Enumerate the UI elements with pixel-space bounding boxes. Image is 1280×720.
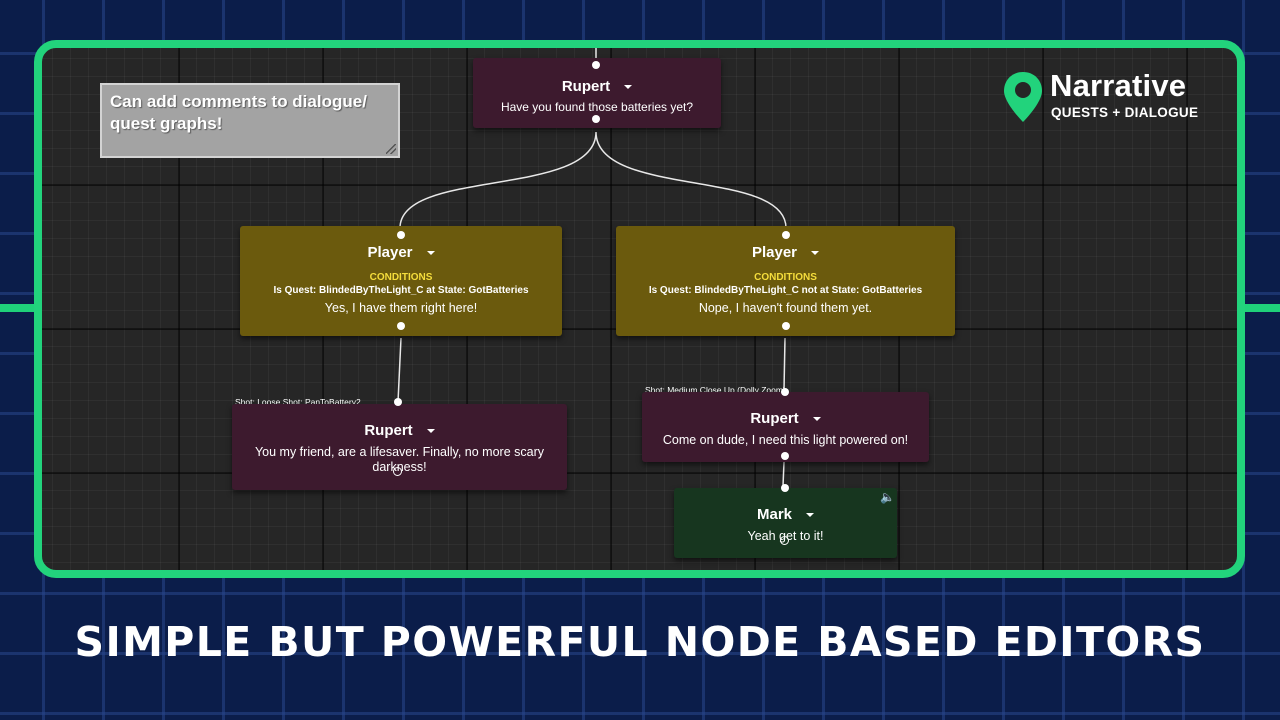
input-pin-icon[interactable]	[397, 231, 405, 239]
input-pin-icon[interactable]	[592, 61, 600, 69]
output-pin-icon[interactable]	[397, 322, 405, 330]
speaker-icon[interactable]: 🔈	[880, 490, 895, 504]
wire-rupert-right-to-mark	[782, 461, 785, 487]
comment-box[interactable]: Can add comments to dialogue/ quest grap…	[100, 83, 400, 158]
node-dialogue-text: Nope, I haven't found them yet.	[698, 301, 873, 315]
condition-text: Is Quest: BlindedByTheLight_C not at Sta…	[648, 285, 923, 296]
output-pin-icon[interactable]	[780, 536, 789, 545]
shot-label: Shot: Medium Close Up (Dolly Zoom)	[645, 385, 786, 395]
node-dialogue-text: You my friend, are a lifesaver. Finally,…	[254, 445, 544, 474]
wire-player-left-to-rupert-left	[397, 337, 402, 403]
input-pin-icon[interactable]	[394, 398, 402, 406]
chevron-down-icon[interactable]	[426, 251, 435, 256]
node-speaker[interactable]: Mark	[674, 506, 897, 524]
node-dialogue-text: Have you found those batteries yet?	[500, 100, 694, 114]
input-pin-icon[interactable]	[781, 388, 789, 396]
output-pin-icon[interactable]	[782, 322, 790, 330]
right-accent-line	[1240, 304, 1280, 312]
chevron-down-icon[interactable]	[624, 85, 633, 90]
conditions-label: CONDITIONS	[754, 272, 817, 283]
dialogue-node-rupert-right[interactable]: Rupert Come on dude, I need this light p…	[642, 392, 929, 462]
comment-text: Can add comments to dialogue/ quest grap…	[110, 92, 367, 133]
condition-text: Is Quest: BlindedByTheLight_C at State: …	[273, 285, 529, 296]
chevron-down-icon[interactable]	[812, 417, 821, 422]
left-accent-line	[0, 304, 40, 312]
conditions-label: CONDITIONS	[369, 272, 433, 283]
dialogue-node-rupert-left[interactable]: Rupert You my friend, are a lifesaver. F…	[232, 404, 567, 490]
chevron-down-icon[interactable]	[426, 429, 435, 434]
node-speaker[interactable]: Rupert	[232, 422, 567, 440]
narrative-logo: Narrative QUESTS + DIALOGUE	[1002, 68, 1222, 130]
headline: SIMPLE BUT POWERFUL NODE BASED EDITORS	[74, 618, 1206, 666]
dialogue-node-mark[interactable]: Mark Yeah get to it!	[674, 488, 897, 558]
logo-subtitle: QUESTS + DIALOGUE	[1051, 105, 1199, 120]
wire-rupert-to-player-right	[595, 131, 787, 229]
output-pin-icon[interactable]	[781, 452, 789, 460]
chevron-down-icon[interactable]	[806, 513, 815, 518]
input-pin-icon[interactable]	[781, 484, 789, 492]
node-speaker[interactable]: Rupert	[642, 410, 929, 428]
output-pin-icon[interactable]	[393, 467, 402, 476]
node-dialogue-text: Come on dude, I need this light powered …	[662, 433, 909, 447]
resize-grip-icon[interactable]	[386, 144, 396, 154]
node-speaker[interactable]: Player	[616, 244, 955, 262]
wire-rupert-to-player-left	[399, 131, 597, 229]
node-speaker[interactable]: Player	[240, 244, 562, 262]
output-pin-icon[interactable]	[592, 115, 600, 123]
dialogue-node-player-right[interactable]: Player CONDITIONS Is Quest: BlindedByThe…	[616, 226, 955, 336]
input-pin-icon[interactable]	[782, 231, 790, 239]
chevron-down-icon[interactable]	[811, 251, 820, 256]
logo-name: Narrative	[1050, 68, 1187, 103]
map-pin-icon	[1004, 72, 1042, 122]
node-connections	[397, 48, 787, 487]
node-dialogue-text: Yes, I have them right here!	[324, 301, 478, 315]
graph-editor-canvas[interactable]: Can add comments to dialogue/ quest grap…	[34, 40, 1245, 578]
shot-label: Shot: Loose Shot: PanToBattery2	[235, 397, 361, 407]
node-speaker[interactable]: Rupert	[473, 78, 721, 96]
dialogue-node-player-left[interactable]: Player CONDITIONS Is Quest: BlindedByThe…	[240, 226, 562, 336]
dialogue-node-rupert-top[interactable]: Rupert Have you found those batteries ye…	[473, 58, 721, 128]
wire-player-right-to-rupert-right	[783, 337, 786, 391]
